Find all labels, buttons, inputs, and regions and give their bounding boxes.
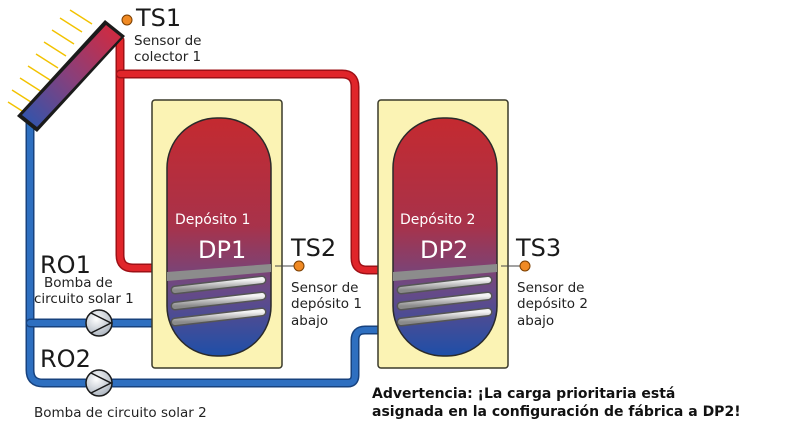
ts1-desc-line1: Sensor de — [134, 33, 202, 49]
pump-ro2-icon — [85, 369, 113, 397]
ro2-desc: Bomba de circuito solar 2 — [34, 405, 207, 421]
heat-exchanger-coil-2 — [393, 264, 497, 327]
ts2-label: TS2 — [291, 234, 337, 262]
ro1-desc-line1: Bomba de — [44, 275, 113, 291]
ts3-desc-line3: abajo — [517, 313, 555, 329]
ts2-desc-line3: abajo — [291, 313, 329, 329]
tank1-subtitle: Depósito 1 — [175, 212, 251, 228]
ro1-label: RO1 — [40, 251, 91, 279]
tank2-name: DP2 — [420, 236, 469, 264]
ts1-sensor-dot — [121, 14, 133, 26]
ts1-desc-line2: colector 1 — [134, 49, 202, 65]
ro2-label: RO2 — [40, 345, 91, 373]
ts2-desc-line2: depósito 1 — [291, 296, 362, 312]
tank2-subtitle: Depósito 2 — [400, 212, 476, 228]
tank-dp1 — [151, 99, 283, 369]
warning-line1: Advertencia: ¡La carga prioritaria está — [372, 386, 676, 402]
ro1-desc-line2: circuito solar 1 — [34, 291, 134, 307]
ts2-desc-line1: Sensor de — [291, 280, 359, 296]
pump-ro1-icon — [85, 309, 113, 337]
solar-rays — [7, 9, 93, 117]
tank1-name: DP1 — [198, 236, 247, 264]
ts3-label: TS3 — [516, 234, 562, 262]
ts3-desc-line1: Sensor de — [517, 280, 585, 296]
heat-exchanger-coil-1 — [167, 264, 271, 327]
ts3-sensor-dot — [519, 260, 531, 272]
ts2-sensor-dot — [293, 260, 305, 272]
hot-pipes — [115, 35, 390, 275]
ts1-label: TS1 — [136, 4, 182, 32]
solar-collector — [17, 20, 125, 132]
tank-dp2 — [377, 99, 509, 369]
warning-line2: asignada en la configuración de fábrica … — [372, 404, 741, 420]
ts3-desc-line2: depósito 2 — [517, 296, 588, 312]
